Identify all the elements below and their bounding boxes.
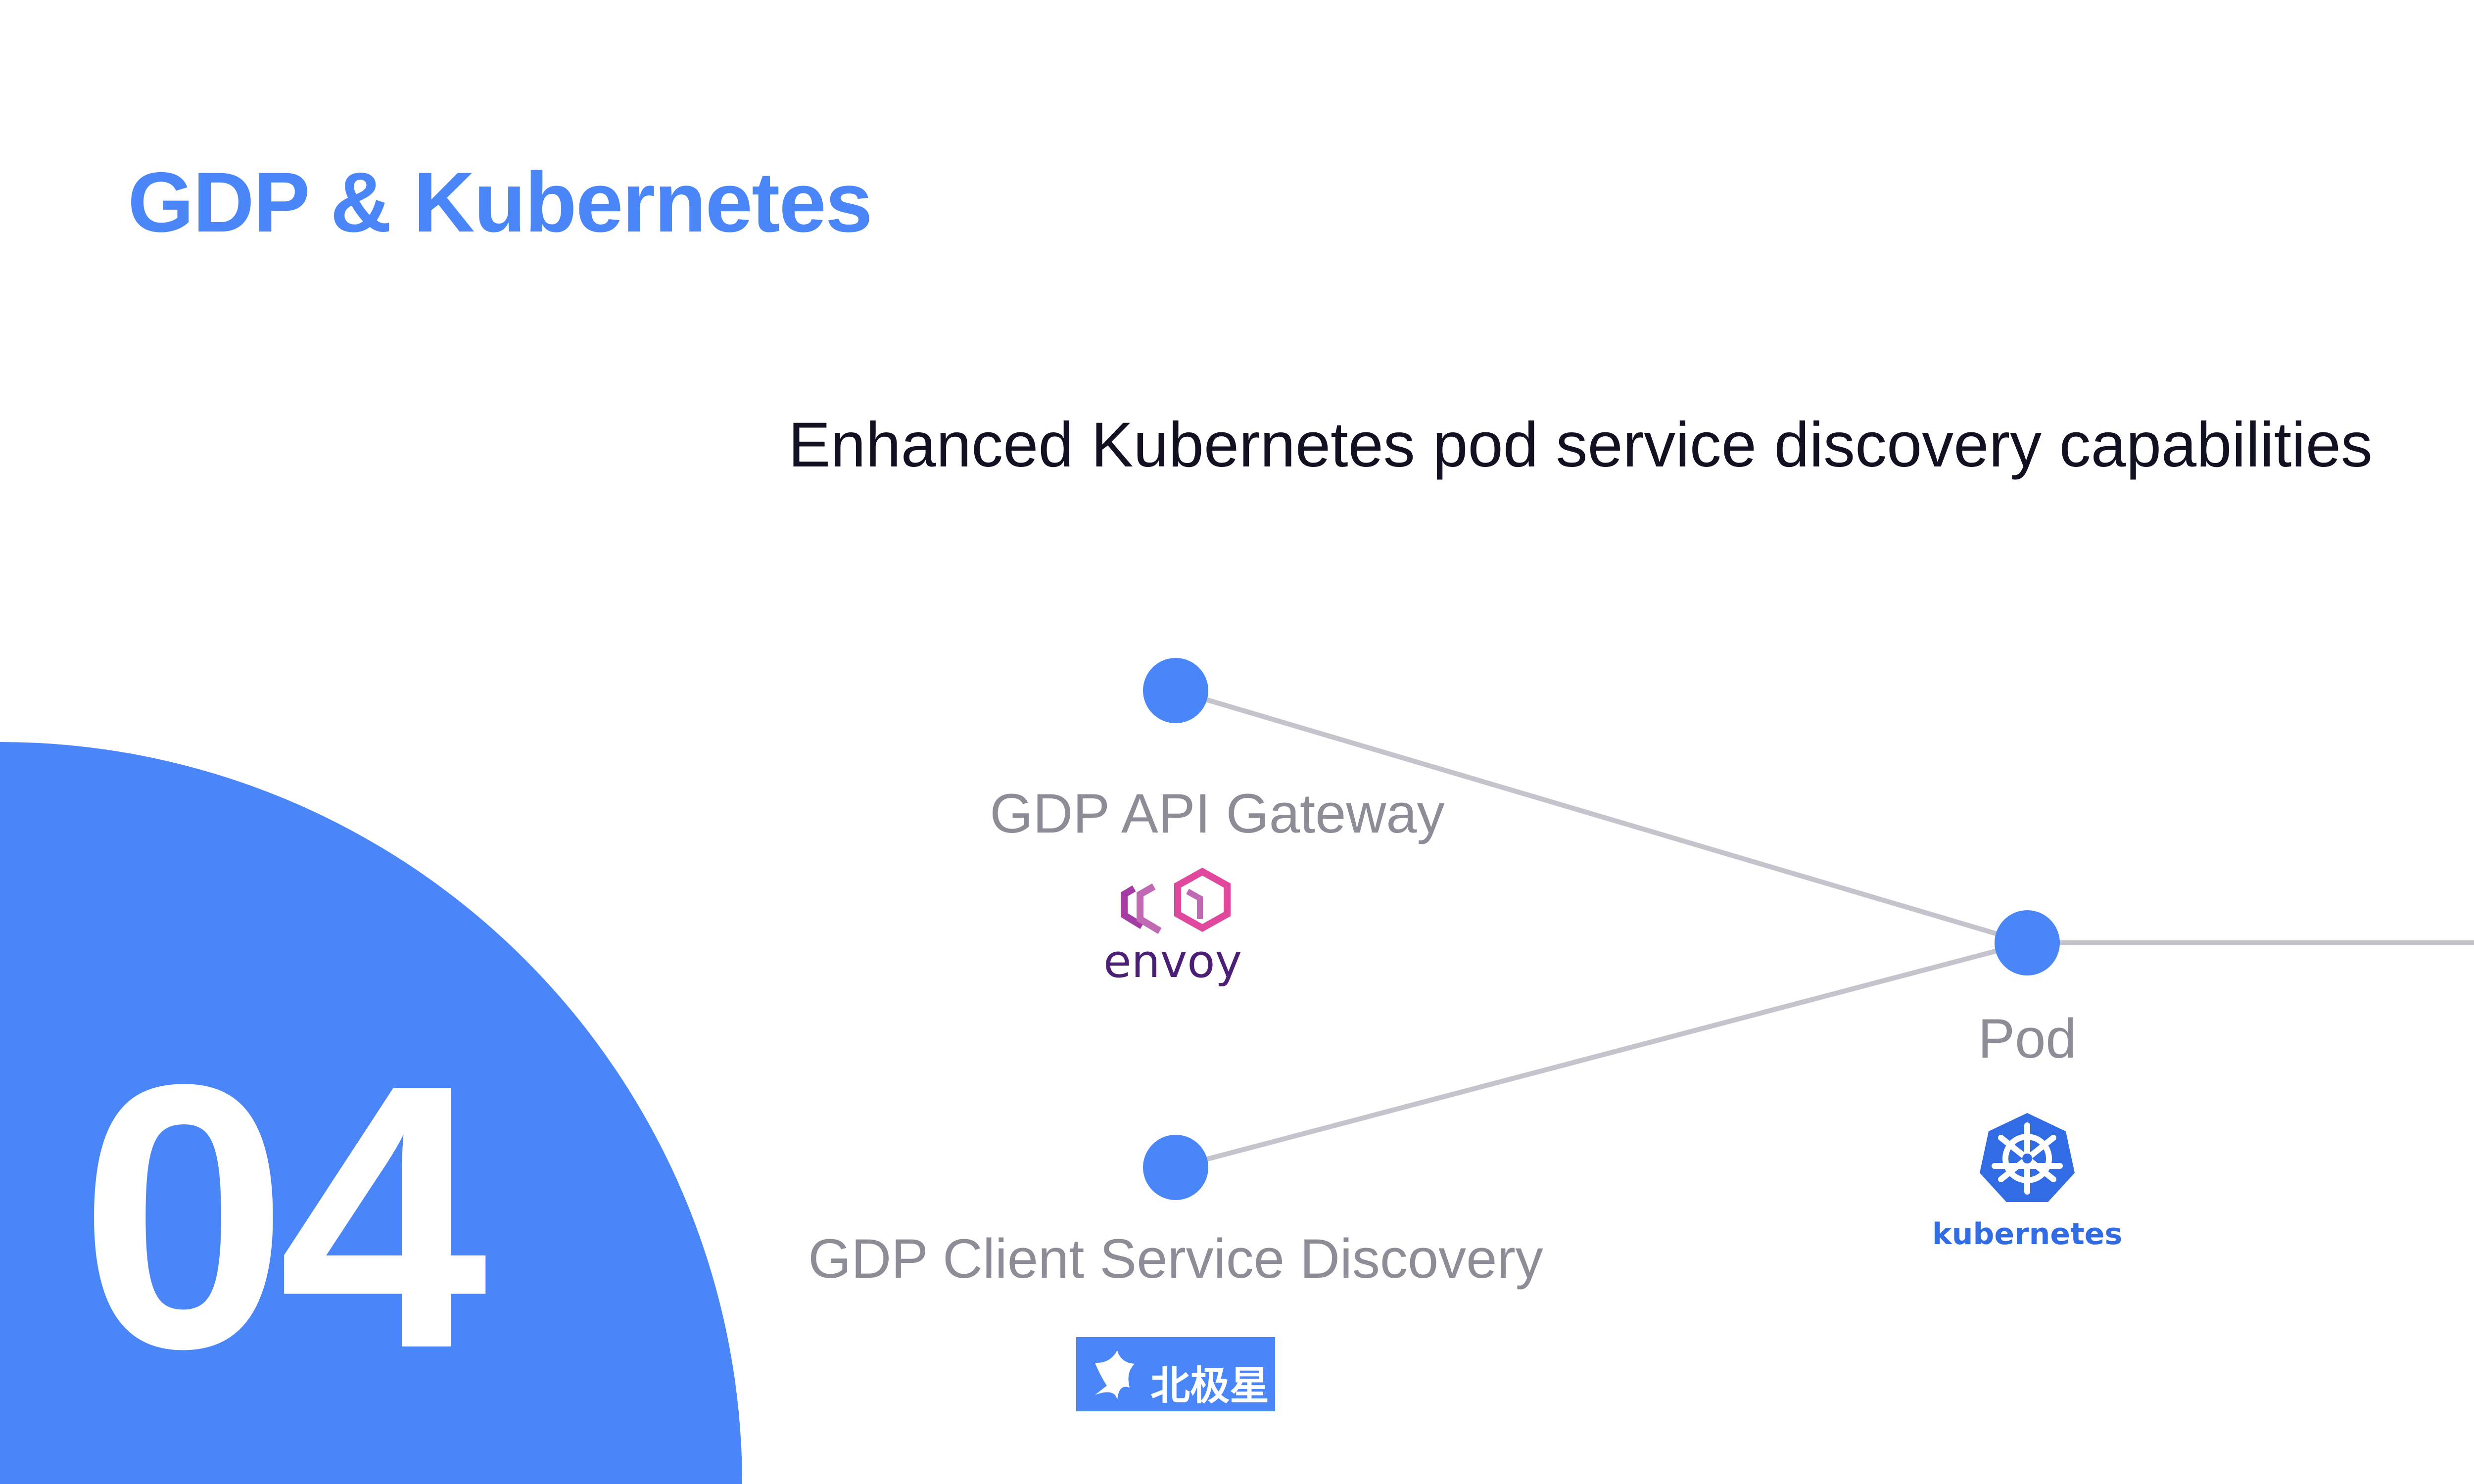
node-label-gateway: GDP API Gateway [990, 783, 1445, 844]
node-label-pod: Pod [1978, 1008, 2077, 1069]
envoy-hexagons-icon [1121, 867, 1231, 934]
edge-client-pod [1175, 940, 2028, 1170]
section-number: 04 [79, 1007, 487, 1427]
node-client-dot[interactable] [1143, 1135, 1208, 1200]
kubernetes-logo: kubernetes [1932, 1111, 2122, 1259]
polaris-logo: 北极星 [1076, 1337, 1275, 1411]
slide-subtitle: Enhanced Kubernetes pod service discover… [788, 410, 2373, 480]
kubernetes-helm-icon [1980, 1113, 2075, 1202]
node-label-client: GDP Client Service Discovery [808, 1228, 1543, 1290]
envoy-logo-text: envoy [1103, 935, 1242, 988]
node-pod-dot[interactable] [1995, 910, 2060, 975]
slide-title: GDP & Kubernetes [128, 155, 873, 250]
node-gateway-dot[interactable] [1143, 658, 1208, 723]
envoy-logo: envoy [1098, 861, 1247, 994]
polaris-logo-text: 北极星 [1150, 1363, 1269, 1409]
kubernetes-logo-text: kubernetes [1932, 1217, 2123, 1252]
polaris-star-icon [1095, 1350, 1135, 1400]
section-quarter-circle [0, 0, 742, 1484]
edge-gateway-pod [1175, 688, 2028, 945]
